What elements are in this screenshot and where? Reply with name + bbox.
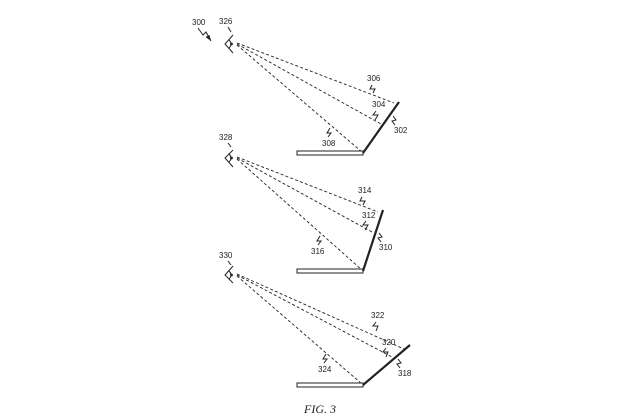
label-display: 310 (379, 243, 393, 252)
figure-caption: FIG. 3 (303, 402, 336, 416)
label-system: 300 (192, 18, 206, 27)
label-viewer-middle: 328 (219, 133, 233, 142)
eye-icon (224, 149, 234, 168)
leader-line (227, 260, 232, 266)
ray-line (236, 275, 363, 385)
device-base (296, 150, 364, 156)
leader-line (362, 220, 369, 231)
label-display: 318 (398, 369, 412, 378)
ray-line (236, 273, 405, 350)
label-ray: 312 (362, 211, 376, 220)
leader-line (372, 321, 379, 332)
leader-line (396, 358, 402, 369)
eye-icon (224, 34, 234, 54)
device-screen (361, 209, 385, 272)
label-ray: 324 (318, 365, 332, 374)
label-ray: 306 (367, 74, 381, 83)
view-group-bottom: 330 322 320 324 318 (219, 251, 412, 388)
ray-line (236, 42, 395, 104)
device-base (296, 268, 364, 274)
ray-line (236, 43, 382, 125)
system-arrowhead-icon (205, 35, 211, 41)
leader-line (391, 115, 397, 126)
leader-line (316, 235, 322, 246)
leader-line (372, 110, 379, 121)
label-ray: 314 (358, 186, 372, 195)
ray-line (236, 158, 363, 271)
label-viewer-top: 326 (219, 17, 233, 26)
label-viewer-bottom: 330 (219, 251, 233, 260)
device-base (296, 382, 364, 388)
ray-line (236, 156, 379, 213)
device-screen (362, 344, 411, 386)
label-ray: 322 (371, 311, 385, 320)
label-ray: 308 (322, 139, 336, 148)
leader-line (369, 84, 376, 94)
leader-line (227, 26, 232, 33)
leader-line (377, 232, 383, 243)
ray-line (236, 44, 363, 153)
label-display: 302 (394, 126, 408, 135)
ray-line (236, 157, 373, 233)
ray-line (236, 274, 393, 358)
device-screen (362, 101, 400, 154)
label-ray: 316 (311, 247, 325, 256)
view-group-middle: 328 314 312 316 310 (219, 133, 393, 274)
leader-line (359, 196, 366, 206)
label-ray: 320 (382, 338, 396, 347)
leader-line (227, 142, 232, 148)
view-group-top: 326 306 304 308 302 (219, 17, 408, 156)
leader-line (382, 347, 389, 358)
eye-icon (224, 265, 234, 284)
leader-line (322, 353, 328, 364)
leader-line (326, 127, 332, 138)
label-ray: 304 (372, 100, 386, 109)
